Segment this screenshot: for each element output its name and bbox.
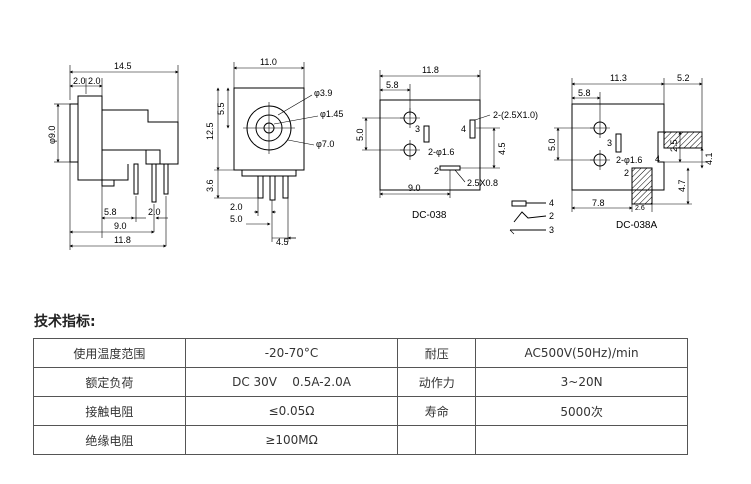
spec-label: 绝缘电阻 bbox=[33, 425, 186, 455]
side-pin-a: 5.8 bbox=[104, 207, 117, 217]
front-d1: φ3.9 bbox=[314, 88, 332, 98]
spec-label: 额定负荷 bbox=[33, 367, 186, 397]
side-pin-d: 11.8 bbox=[114, 235, 131, 245]
dc038a-pad-w: 2.6 bbox=[635, 205, 645, 212]
front-d2: φ1.45 bbox=[320, 109, 343, 119]
dc038-left: 5.8 bbox=[386, 80, 399, 90]
dc038a-ext: 5.2 bbox=[677, 73, 690, 83]
schematic-pin-4: 4 bbox=[549, 198, 554, 208]
spec-table: 使用温度范围 -20-70°C 耐压 AC500V(50Hz)/min 额定负荷… bbox=[33, 338, 688, 455]
dc038-width: 11.8 bbox=[422, 65, 439, 75]
dc038a-title: DC-038A bbox=[616, 220, 657, 231]
dc038a-v2: 4.1 bbox=[704, 152, 714, 165]
front-d3: φ7.0 bbox=[316, 139, 334, 149]
table-row: 使用温度范围 -20-70°C 耐压 AC500V(50Hz)/min bbox=[33, 338, 688, 368]
spec-label: 耐压 bbox=[397, 338, 477, 368]
spec-label: 动作力 bbox=[397, 367, 477, 397]
jack-schematic: 4 2 3 bbox=[509, 198, 554, 235]
front-pin-a: 2.0 bbox=[230, 202, 243, 212]
spec-value bbox=[475, 425, 688, 455]
spec-value: 3~20N bbox=[475, 367, 688, 397]
side-pin-c: 9.0 bbox=[114, 221, 127, 231]
dc038a-v1: 2.5 bbox=[669, 139, 679, 152]
dc038-bottom: 9.0 bbox=[408, 183, 421, 193]
table-row: 绝缘电阻 ≥100MΩ bbox=[33, 425, 688, 455]
schematic-pin-2: 2 bbox=[549, 211, 554, 221]
dc038a-bottom: 7.8 bbox=[592, 198, 605, 208]
dc038a-width: 11.3 bbox=[610, 73, 627, 83]
dc038a-pad-small: 2-φ1.6 bbox=[616, 155, 642, 165]
dc038-title: DC-038 bbox=[412, 210, 447, 221]
spec-label bbox=[397, 425, 477, 455]
spec-title: 技术指标: bbox=[34, 314, 96, 330]
front-width: 11.0 bbox=[260, 57, 277, 67]
spec-value: 5000次 bbox=[475, 396, 688, 426]
dc038-pin2: 2 bbox=[434, 166, 439, 176]
spec-value: ≤0.05Ω bbox=[184, 396, 399, 426]
spec-label: 使用温度范围 bbox=[33, 338, 186, 368]
side-seg-b: 2.0 bbox=[88, 76, 101, 86]
front-height: 12.5 bbox=[205, 122, 215, 140]
front-view: 11.0 12.5 5.5 3.6 φ3.9 φ1.45 φ7.0 2.0 bbox=[205, 57, 343, 247]
spec-value: ≥100MΩ bbox=[184, 425, 399, 455]
front-pin-b: 5.0 bbox=[230, 214, 243, 224]
front-upper: 5.5 bbox=[216, 102, 226, 115]
dc038a-pin4: 4 bbox=[655, 154, 660, 164]
dc038-right: 4.5 bbox=[497, 142, 507, 155]
side-seg-a: 2.0 bbox=[73, 76, 86, 86]
dc038-pin3: 3 bbox=[415, 124, 420, 134]
spec-value: -20-70°C bbox=[184, 338, 399, 368]
dc038a-pin3: 3 bbox=[607, 138, 612, 148]
dc038-height: 5.0 bbox=[355, 128, 365, 141]
spec-label: 接触电阻 bbox=[33, 396, 186, 426]
table-row: 接触电阻 ≤0.05Ω 寿命 5000次 bbox=[33, 396, 688, 426]
front-pin-c: 4.5 bbox=[276, 237, 289, 247]
spec-value: AC500V(50Hz)/min bbox=[475, 338, 688, 368]
front-lower: 3.6 bbox=[205, 179, 215, 192]
side-overall-length: 14.5 bbox=[114, 61, 132, 71]
dc038a-left: 5.8 bbox=[578, 88, 591, 98]
schematic-pin-3: 3 bbox=[549, 225, 554, 235]
dc038-footprint: 11.8 5.8 3 4 2 2-φ1.6 2-(2.5X1.0) 2.5X0.… bbox=[355, 65, 538, 221]
dc038a-pin2: 2 bbox=[624, 168, 629, 178]
dc038-pad-small: 2-φ1.6 bbox=[428, 147, 454, 157]
dc038a-v3: 4.7 bbox=[677, 179, 687, 192]
spec-label: 寿命 bbox=[397, 396, 477, 426]
table-row: 额定负荷 DC 30V 0.5A-2.0A 动作力 3~20N bbox=[33, 367, 688, 397]
spec-value: DC 30V 0.5A-2.0A bbox=[184, 367, 399, 397]
side-diameter: φ9.0 bbox=[47, 126, 57, 144]
technical-drawing: 14.5 2.0 2.0 φ9.0 5.8 2.0 bbox=[47, 57, 714, 250]
dc038-pin4: 4 bbox=[461, 124, 466, 134]
dc038-pad-b: 2.5X0.8 bbox=[467, 178, 498, 188]
side-view: 14.5 2.0 2.0 φ9.0 5.8 2.0 bbox=[47, 61, 179, 250]
dc038a-height: 5.0 bbox=[547, 138, 557, 151]
dc038-pad-a: 2-(2.5X1.0) bbox=[493, 110, 538, 120]
dc038a-footprint: 11.3 5.2 5.8 3 4 2 2-φ1.6 5.0 2.5 4.1 bbox=[547, 73, 714, 231]
